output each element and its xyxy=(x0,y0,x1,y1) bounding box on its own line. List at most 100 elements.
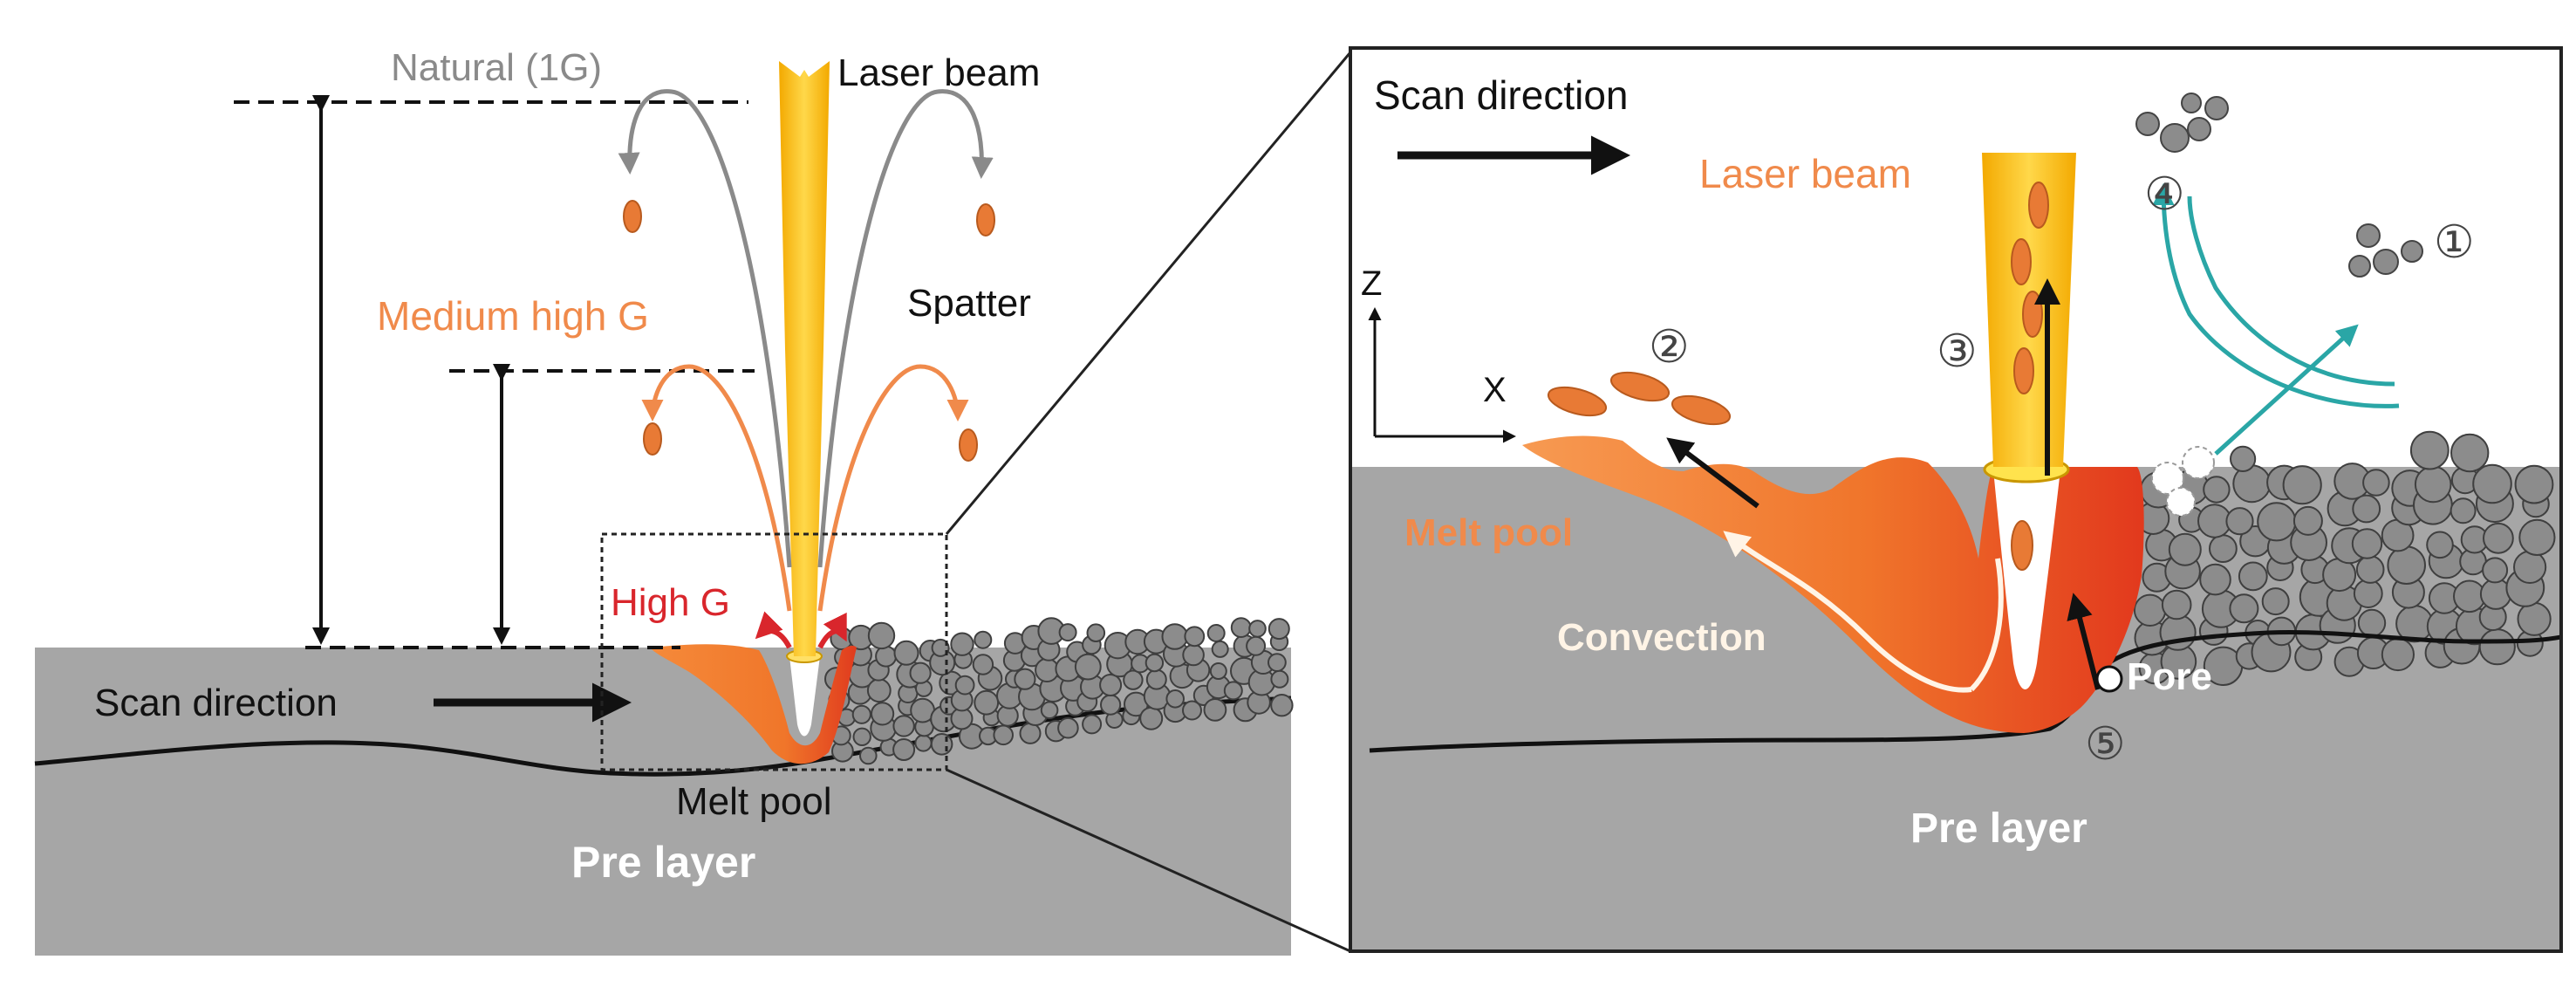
powder-particle xyxy=(1270,694,1294,717)
powder-particle xyxy=(2351,528,2383,559)
powder-particle xyxy=(2450,433,2490,473)
left-keyhole xyxy=(789,656,820,737)
spatter-droplet xyxy=(959,428,978,462)
powder-particle xyxy=(859,746,878,765)
beam-droplet xyxy=(2028,182,2049,229)
high-g-arrow-left xyxy=(755,611,792,649)
label-melt-pool-right: Melt pool xyxy=(1404,511,1573,554)
ejected-melt xyxy=(1547,386,1608,417)
powder-particle xyxy=(1182,700,1202,721)
marker-5: ⑤ xyxy=(2085,719,2126,770)
powder-particle xyxy=(892,738,916,761)
label-spatter: Spatter xyxy=(907,282,1031,325)
powder-particle xyxy=(1058,623,1077,642)
powder-particle xyxy=(1268,618,1290,641)
natural-trajectory-left xyxy=(618,89,792,568)
beam-droplet xyxy=(2022,291,2043,338)
powder-particle xyxy=(866,678,892,703)
label-laser-beam-left: Laser beam xyxy=(837,51,1040,94)
label-scan-direction-right: Scan direction xyxy=(1374,72,1629,118)
powder-particle xyxy=(2482,557,2509,584)
powder-particle xyxy=(2230,445,2257,473)
powder-particle xyxy=(972,654,994,675)
keyhole-droplet xyxy=(2011,520,2033,571)
powder-cluster-4 xyxy=(2135,93,2229,153)
powder-particle xyxy=(1182,643,1205,667)
teal-trajectory-3 xyxy=(2214,324,2359,456)
powder-particle xyxy=(1019,722,1042,744)
vanished-particle xyxy=(2182,446,2215,479)
label-high-g: High G xyxy=(611,581,730,624)
powder-particle xyxy=(1209,662,1227,680)
marker-3: ③ xyxy=(1937,326,1978,377)
powder-particle xyxy=(1082,714,1103,735)
powder-particle xyxy=(2209,534,2238,563)
powder-particle xyxy=(892,715,915,737)
powder-particle xyxy=(2426,531,2454,559)
label-axis-z: Z xyxy=(1361,264,1382,303)
teal-trajectory-1 xyxy=(2152,183,2400,408)
powder-particle xyxy=(2381,637,2415,672)
label-pore: Pore xyxy=(2127,655,2212,698)
powder-particle xyxy=(1270,669,1289,689)
powder-particle xyxy=(851,704,871,724)
powder-particle xyxy=(875,645,898,668)
marker-2: ② xyxy=(1649,322,1690,373)
powder-particle xyxy=(2261,587,2290,616)
beam-droplet xyxy=(2013,347,2034,394)
right-powder-bed xyxy=(2133,430,2556,686)
powder-particle xyxy=(2133,593,2167,627)
powder-particle xyxy=(2203,476,2231,504)
teal-trajectory-2 xyxy=(2187,195,2395,387)
powder-particle xyxy=(867,621,896,650)
natural-trajectory-right xyxy=(817,89,994,568)
powder-particle xyxy=(954,675,975,696)
right-panel: Scan direction Laser beam Z X Melt pool … xyxy=(1349,46,2563,953)
powder-particle xyxy=(2357,608,2387,638)
powder-particle xyxy=(2517,601,2552,636)
powder-particle xyxy=(2168,532,2202,566)
powder-particle xyxy=(2414,465,2452,504)
powder-particle xyxy=(1223,681,1243,701)
label-pre-layer-left: Pre layer xyxy=(571,838,755,887)
powder-particle xyxy=(2450,497,2477,524)
powder-particle xyxy=(2513,550,2547,585)
powder-particle xyxy=(1145,653,1165,673)
powder-particle xyxy=(1211,640,1229,658)
powder-particle xyxy=(893,640,919,666)
powder-particle xyxy=(1086,623,1106,643)
powder-particle xyxy=(2478,628,2516,666)
left-melt-pool xyxy=(650,644,857,764)
powder-particle xyxy=(2518,518,2556,557)
ejected-melt xyxy=(1671,394,1732,426)
powder-particle xyxy=(2257,502,2297,542)
vanished-particle xyxy=(2151,462,2184,495)
powder-particle xyxy=(2353,579,2383,608)
marker-4: ④ xyxy=(2144,169,2185,220)
vanished-particle xyxy=(2166,487,2196,517)
beam-droplet xyxy=(2011,238,2032,285)
convection-return xyxy=(1969,558,2004,692)
powder-cluster-1 xyxy=(2348,223,2423,278)
powder-particle xyxy=(1161,623,1189,650)
powder-particle xyxy=(2409,430,2450,470)
powder-particle xyxy=(2352,494,2381,524)
powder-particle xyxy=(1203,698,1227,722)
powder-particle xyxy=(1165,689,1185,709)
powder-particle xyxy=(930,733,953,756)
powder-particle xyxy=(1248,620,1267,638)
pore-circle xyxy=(2095,665,2123,693)
medium-trajectory-right xyxy=(817,364,969,612)
powder-particle xyxy=(1040,701,1059,720)
label-laser-beam-right: Laser beam xyxy=(1699,151,1911,196)
powder-particle xyxy=(931,638,950,657)
high-g-arrow-right xyxy=(817,612,847,649)
powder-particle xyxy=(1206,624,1226,642)
powder-particle xyxy=(909,661,932,684)
powder-particle xyxy=(1139,706,1164,730)
powder-particle xyxy=(1268,653,1287,672)
powder-particle xyxy=(2472,463,2512,504)
label-axis-x: X xyxy=(1483,371,1507,409)
powder-particle xyxy=(852,727,871,746)
